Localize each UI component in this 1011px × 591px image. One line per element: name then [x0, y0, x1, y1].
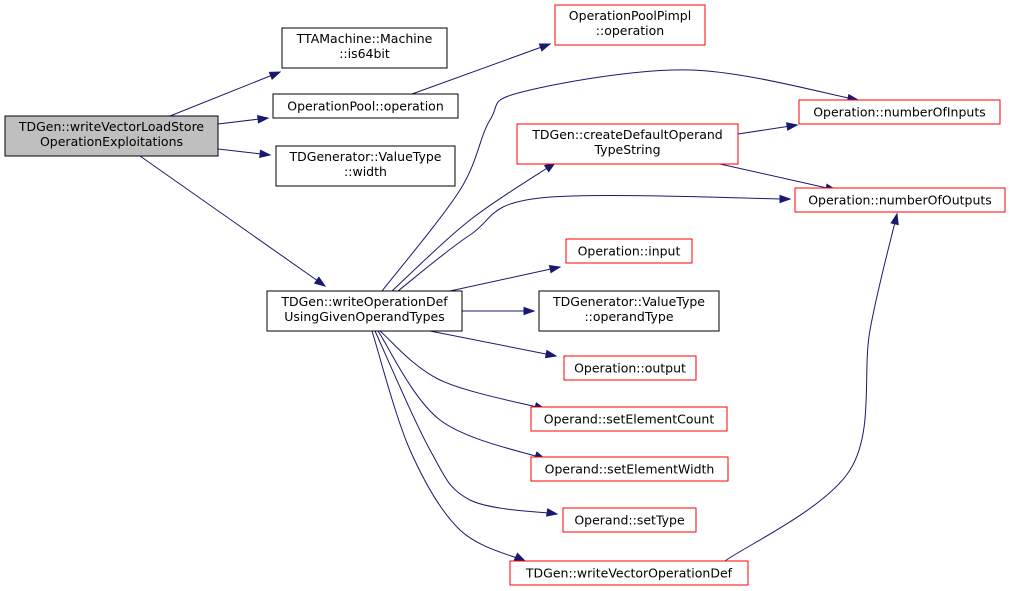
node-box[interactable] [530, 406, 728, 432]
edge-writeOpDef-to-numOutputs [397, 194, 792, 292]
node-is64bit[interactable]: TTAMachine::Machine::is64bit [281, 27, 448, 69]
node-label-line: Operation::output [574, 361, 686, 376]
node-label-line: Operation::numberOfInputs [813, 105, 986, 120]
node-setElemCount[interactable]: Operand::setElementCount [530, 406, 728, 432]
node-box[interactable] [4, 115, 219, 157]
edge-createDefault-to-numOutputs [719, 163, 838, 192]
node-label-line: TDGenerator::ValueType [552, 294, 705, 309]
edge-line [377, 330, 546, 460]
node-opOutput[interactable]: Operation::output [563, 355, 697, 381]
node-label-line: Operation::input [578, 244, 681, 259]
edge-line [169, 71, 281, 117]
arrowhead [548, 265, 562, 274]
arrowhead [544, 349, 558, 359]
node-label-line: OperationPool::operation [287, 99, 444, 114]
node-label-line: OperationExploitations [40, 134, 183, 149]
edge-writeOpDef-to-setType [374, 330, 559, 517]
edge-line [379, 330, 546, 410]
arrowhead [890, 212, 899, 226]
node-label-line: ::operation [596, 23, 664, 38]
edge-line [381, 69, 859, 292]
edge-line [719, 163, 837, 191]
node-opInput[interactable]: Operation::input [565, 238, 693, 264]
edges-layer [139, 43, 899, 562]
arrowhead [259, 149, 272, 159]
edge-line [139, 155, 326, 287]
node-writeVecOpDef[interactable]: TDGen::writeVectorOperationDef [509, 560, 749, 586]
node-box[interactable] [516, 123, 739, 165]
node-label-line: Operand::setElementWidth [545, 462, 715, 477]
edge-line [429, 330, 557, 357]
node-box[interactable] [272, 93, 459, 119]
edge-line [397, 195, 791, 292]
node-valueTypeWidth[interactable]: TDGenerator::ValueType::width [275, 145, 456, 187]
arrowhead [538, 43, 552, 52]
node-writeOpDef[interactable]: TDGen::writeOperationDefUsingGivenOperan… [266, 290, 463, 332]
node-label-line: TDGen::createDefaultOperand [531, 127, 722, 142]
node-setElemWidth[interactable]: Operand::setElementWidth [530, 456, 729, 482]
edge-line [724, 213, 898, 562]
arrowhead [513, 552, 527, 562]
arrowhead [268, 71, 282, 80]
edge-createDefault-to-numInputs [737, 122, 799, 135]
edge-line [371, 330, 526, 562]
node-box[interactable] [554, 4, 706, 46]
node-label-line: Operand::setType [574, 513, 685, 528]
node-box[interactable] [565, 238, 693, 264]
node-box[interactable] [798, 99, 1001, 125]
edge-root-to-is64bit [169, 71, 282, 117]
node-opPoolOperation[interactable]: OperationPool::operation [272, 93, 459, 119]
arrowhead [257, 114, 270, 124]
node-label-line: ::width [344, 164, 387, 179]
node-label-line: Operand::setElementCount [544, 412, 715, 427]
edge-writeVecOpDef-to-numOutputs [724, 212, 899, 562]
edge-line [411, 43, 551, 95]
edge-line [391, 162, 556, 292]
node-box[interactable] [281, 27, 448, 69]
node-label-line: TDGen::writeVectorLoadStore [18, 119, 205, 134]
node-label-line: TDGenerator::ValueType [289, 149, 442, 164]
node-label-line: TDGen::writeOperationDef [280, 294, 448, 309]
node-label-line: ::is64bit [339, 46, 390, 61]
arrowhead [779, 194, 792, 204]
edge-writeOpDef-to-opOutput [429, 330, 558, 359]
node-numOutputs[interactable]: Operation::numberOfOutputs [794, 187, 1006, 213]
node-label-line: TDGen::writeVectorOperationDef [525, 566, 733, 581]
node-box[interactable] [530, 456, 729, 482]
edge-root-to-valueTypeWidth [217, 148, 272, 159]
node-opPoolPimpl[interactable]: OperationPoolPimpl::operation [554, 4, 706, 46]
arrowhead [545, 508, 559, 517]
edge-root-to-writeOpDef [139, 155, 327, 287]
edge-writeOpDef-to-writeVecOpDef [371, 330, 527, 562]
edge-line [449, 266, 561, 292]
arrowhead [523, 306, 536, 316]
node-box[interactable] [563, 355, 697, 381]
node-root[interactable]: TDGen::writeVectorLoadStoreOperationExpl… [4, 115, 219, 157]
node-box[interactable] [275, 145, 456, 187]
node-operandType[interactable]: TDGenerator::ValueType::operandType [538, 290, 720, 332]
edge-line [374, 330, 558, 515]
node-box[interactable] [562, 507, 697, 533]
node-label-line: UsingGivenOperandTypes [284, 309, 445, 324]
node-label-line: OperationPoolPimpl [569, 8, 691, 23]
node-box[interactable] [509, 560, 749, 586]
edge-writeOpDef-to-operandType [462, 306, 536, 316]
node-label-line: TypeString [593, 142, 660, 157]
node-numInputs[interactable]: Operation::numberOfInputs [798, 99, 1001, 125]
node-label-line: TTAMachine::Machine [296, 31, 433, 46]
edge-writeOpDef-to-opInput [449, 265, 562, 292]
edge-opPoolOperation-to-opPoolPimpl [411, 43, 552, 95]
node-box[interactable] [538, 290, 720, 332]
node-label-line: ::operandType [584, 309, 673, 324]
edge-root-to-opPoolOperation [217, 114, 270, 125]
arrowhead [785, 122, 799, 131]
nodes-layer: TDGen::writeVectorLoadStoreOperationExpl… [4, 4, 1006, 586]
node-setType[interactable]: Operand::setType [562, 507, 697, 533]
arrowhead [313, 276, 327, 287]
node-box[interactable] [794, 187, 1006, 213]
node-label-line: Operation::numberOfOutputs [808, 193, 992, 208]
node-box[interactable] [266, 290, 463, 332]
